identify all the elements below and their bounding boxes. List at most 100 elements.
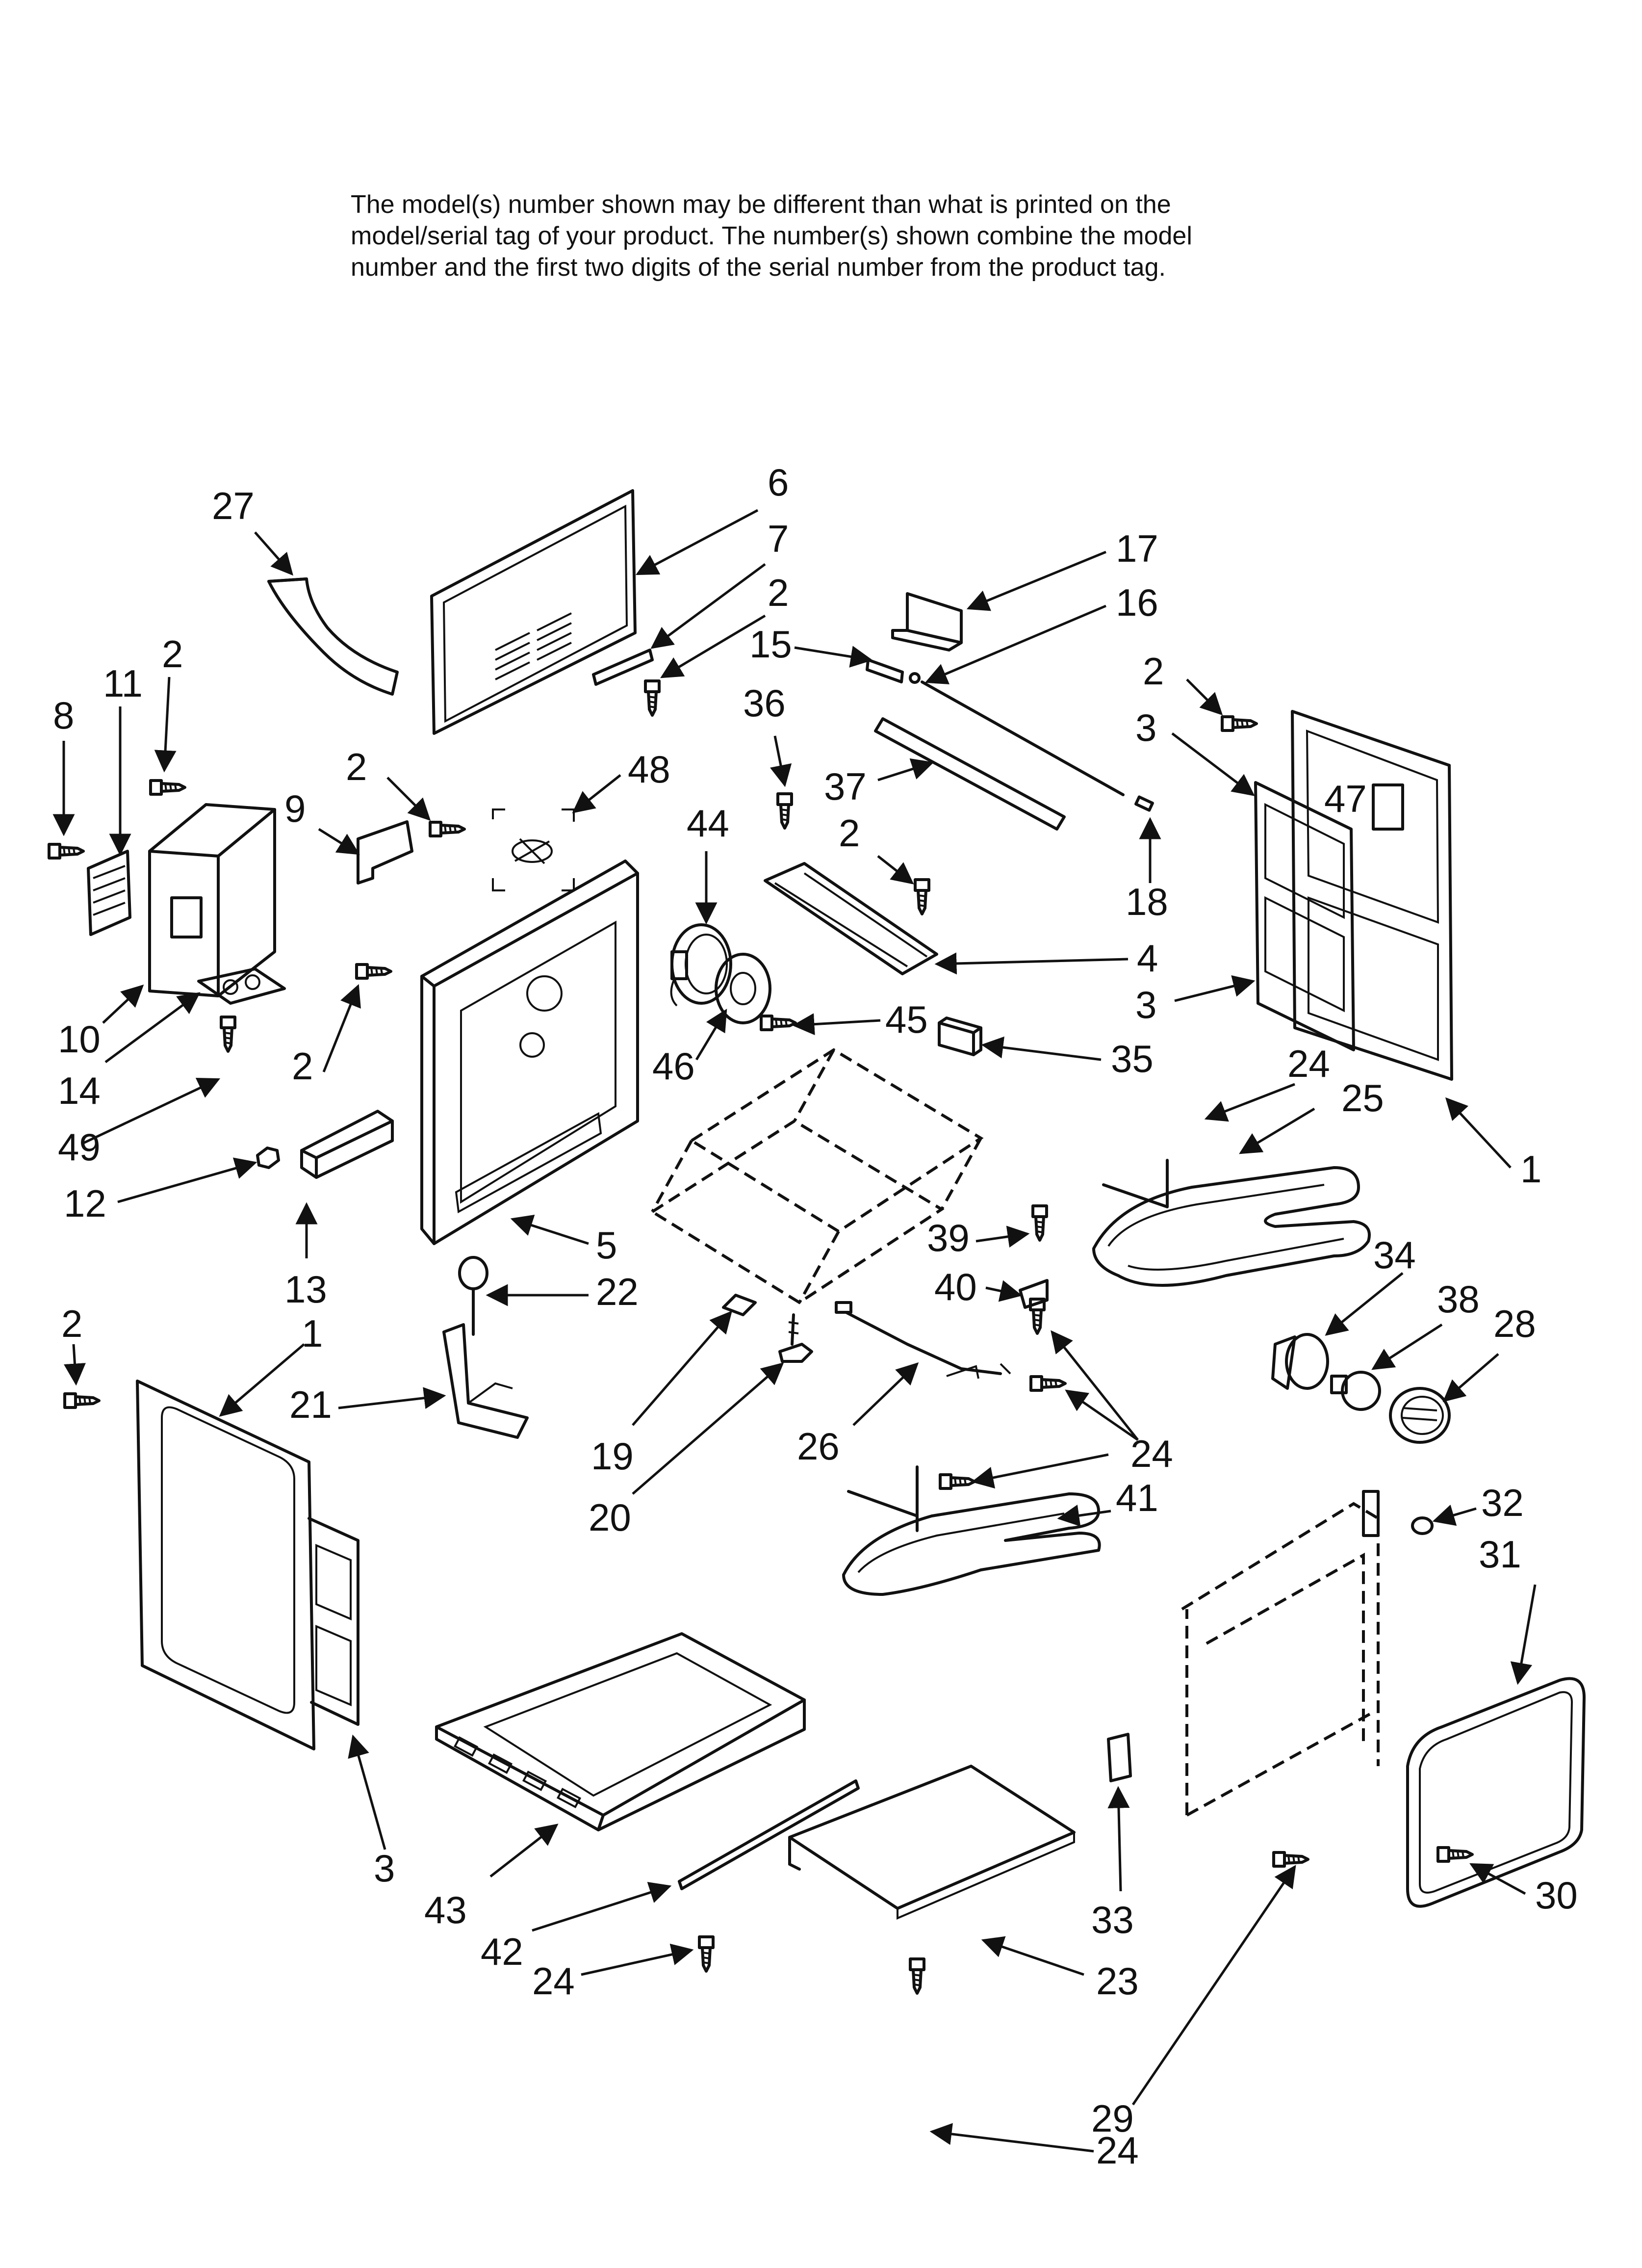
part-15-thermostat-probe: [866, 658, 921, 684]
part-35-block: [938, 1017, 982, 1056]
callout-37: 37: [824, 765, 867, 808]
callout-5: 5: [596, 1224, 617, 1267]
callout-15: 15: [749, 623, 792, 666]
callout-44: 44: [687, 802, 729, 845]
part-31-gasket: [1406, 1677, 1586, 1908]
part-28-lens: [1389, 1387, 1451, 1444]
screw-39: [1033, 1206, 1047, 1240]
callout-12: 12: [64, 1182, 106, 1225]
part-3-side-panel-right: [1254, 781, 1355, 1051]
callout-17: 17: [1116, 527, 1158, 570]
part-14-plate: [197, 967, 286, 1005]
screw-2-box: [151, 781, 185, 794]
callout-20: 20: [589, 1496, 631, 1539]
callout-2: 2: [292, 1044, 313, 1088]
callout-34: 34: [1373, 1233, 1416, 1277]
callout-26: 26: [797, 1425, 840, 1468]
part-12-nut: [256, 1147, 280, 1169]
part-3-side-panel-left: [308, 1517, 359, 1726]
callout-3: 3: [1135, 983, 1156, 1026]
callout-22: 22: [596, 1270, 639, 1313]
screw-24-rail: [699, 1937, 713, 1971]
oven-frame: [1181, 1490, 1380, 1817]
part-1-door-panel-left: [136, 1380, 315, 1750]
callout-42: 42: [481, 1930, 523, 1973]
callout-4: 4: [1137, 937, 1158, 980]
part-47-label: [1372, 783, 1404, 831]
part-37-tube: [874, 717, 1066, 831]
screw-2-mid: [430, 822, 464, 836]
callout-25: 25: [1341, 1076, 1384, 1120]
callout-27: 27: [212, 484, 255, 527]
leader-lines: [52, 509, 1537, 2153]
callout-39: 39: [927, 1216, 970, 1259]
part-25-bake-element: [1092, 1159, 1371, 1287]
part-27-insulation: [267, 577, 399, 696]
callout-24: 24: [1130, 1432, 1173, 1475]
note-line-3: number and the first two digits of the s…: [351, 253, 1166, 282]
screw-49: [221, 1017, 235, 1051]
callout-32: 32: [1481, 1481, 1524, 1524]
part-9-bracket: [357, 820, 413, 885]
callout-41: 41: [1116, 1476, 1158, 1519]
note-line-1: The model(s) number shown may be differe…: [351, 190, 1171, 219]
callout-2: 2: [1143, 650, 1164, 693]
part-11-vent: [87, 850, 131, 936]
callout-28: 28: [1493, 1302, 1536, 1345]
callout-11: 11: [103, 662, 143, 705]
callout-3: 3: [1135, 706, 1156, 749]
callout-14: 14: [58, 1069, 101, 1112]
callout-36: 36: [743, 681, 786, 725]
callout-1: 1: [302, 1312, 323, 1355]
part-26-harness: [835, 1301, 1011, 1379]
part-48-sensor: [492, 808, 575, 891]
part-2-screw-left: [65, 1394, 99, 1408]
callout-2: 2: [162, 632, 183, 676]
part-40-clip: [1019, 1279, 1049, 1309]
model-number-note: The model(s) number shown may be differe…: [351, 189, 1381, 283]
callout-21: 21: [289, 1383, 332, 1426]
callout-38: 38: [1437, 1277, 1480, 1321]
callout-9: 9: [284, 787, 306, 830]
part-17-shield: [891, 592, 963, 652]
callout-13: 13: [284, 1268, 327, 1311]
part-1-side-panel-rear: [1291, 710, 1453, 1081]
part-34-socket: [1271, 1333, 1329, 1390]
callout-2: 2: [346, 745, 367, 788]
note-line-2: model/serial tag of your product. The nu…: [351, 222, 1192, 250]
part-46-fan: [715, 953, 771, 1024]
part-38-bulb: [1330, 1371, 1381, 1411]
callout-33: 33: [1091, 1898, 1134, 1941]
callout-1: 1: [1520, 1147, 1541, 1191]
part-32-grommet: [1411, 1516, 1434, 1535]
screw-45: [761, 1016, 795, 1030]
callout-31: 31: [1479, 1533, 1521, 1576]
callout-18: 18: [1126, 880, 1168, 923]
callout-labels: 27 6 7 2 17 16 15 36 2 3 8 11 2 2 48 44 …: [53, 461, 1578, 2172]
callout-7: 7: [768, 517, 789, 560]
part-41-broil-element: [842, 1465, 1101, 1596]
callout-10: 10: [58, 1017, 101, 1061]
callout-43: 43: [424, 1888, 467, 1931]
callout-24: 24: [1096, 2129, 1139, 2172]
part-4-support: [764, 862, 938, 975]
screw-2-rear: [645, 681, 659, 715]
screw-36: [778, 794, 792, 828]
callout-35: 35: [1111, 1037, 1154, 1080]
part-22-knob: [458, 1256, 488, 1336]
callout-30: 30: [1535, 1874, 1578, 1917]
callout-47: 47: [1324, 777, 1367, 820]
part-13-block: [300, 1110, 394, 1179]
callout-46: 46: [652, 1044, 695, 1088]
part-7-bracket: [592, 649, 654, 686]
screw-29: [1274, 1852, 1308, 1866]
callout-24: 24: [532, 1959, 575, 2003]
callout-6: 6: [768, 461, 789, 504]
oven-cavity-outline: [649, 1048, 984, 1304]
callout-49: 49: [58, 1125, 101, 1169]
callout-45: 45: [885, 998, 928, 1041]
screw-24-broil: [940, 1475, 975, 1488]
screw-2-support: [915, 880, 929, 914]
callout-2: 2: [839, 811, 860, 855]
